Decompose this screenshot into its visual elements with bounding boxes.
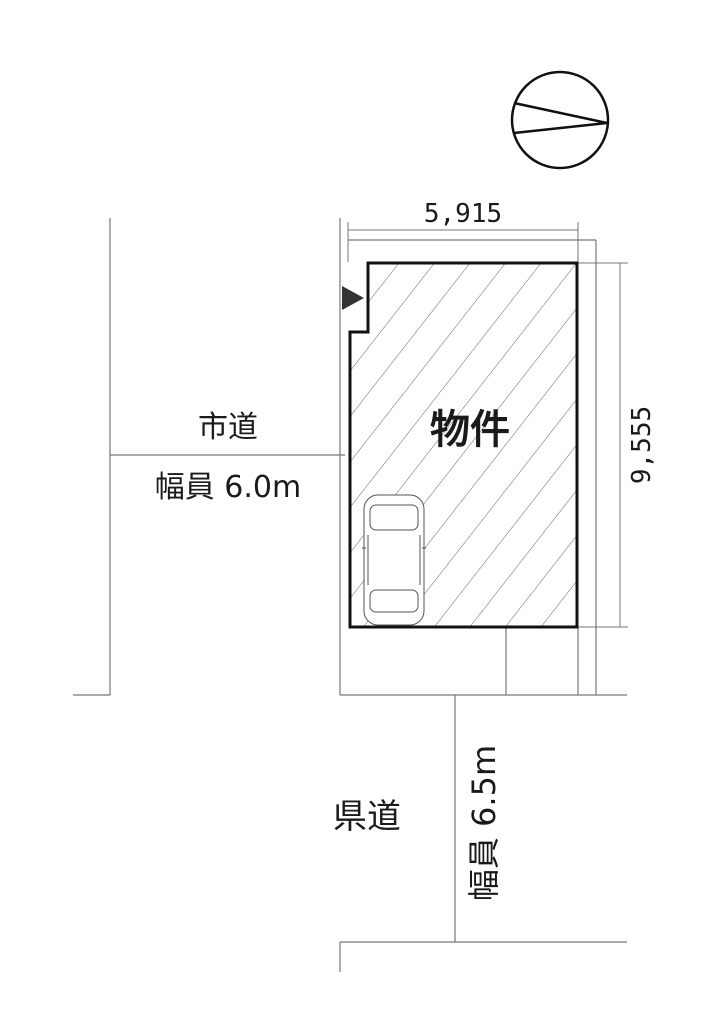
road-boundaries — [73, 218, 627, 972]
city-road-name: 市道 — [198, 410, 258, 445]
car-icon — [362, 494, 426, 626]
dimension-lines — [347, 222, 628, 628]
prefectural-road-name: 県道 — [333, 797, 401, 837]
dimension-width-label: 5,915 — [424, 199, 502, 229]
entrance-marker-icon — [342, 286, 364, 310]
north-arrow-icon — [510, 70, 610, 170]
prefectural-road-width: 幅員 6.5m — [465, 745, 503, 901]
dimension-depth-label: 9,555 — [627, 406, 657, 484]
city-road-width: 幅員 6.0m — [155, 470, 301, 505]
property-label: 物件 — [430, 407, 510, 453]
